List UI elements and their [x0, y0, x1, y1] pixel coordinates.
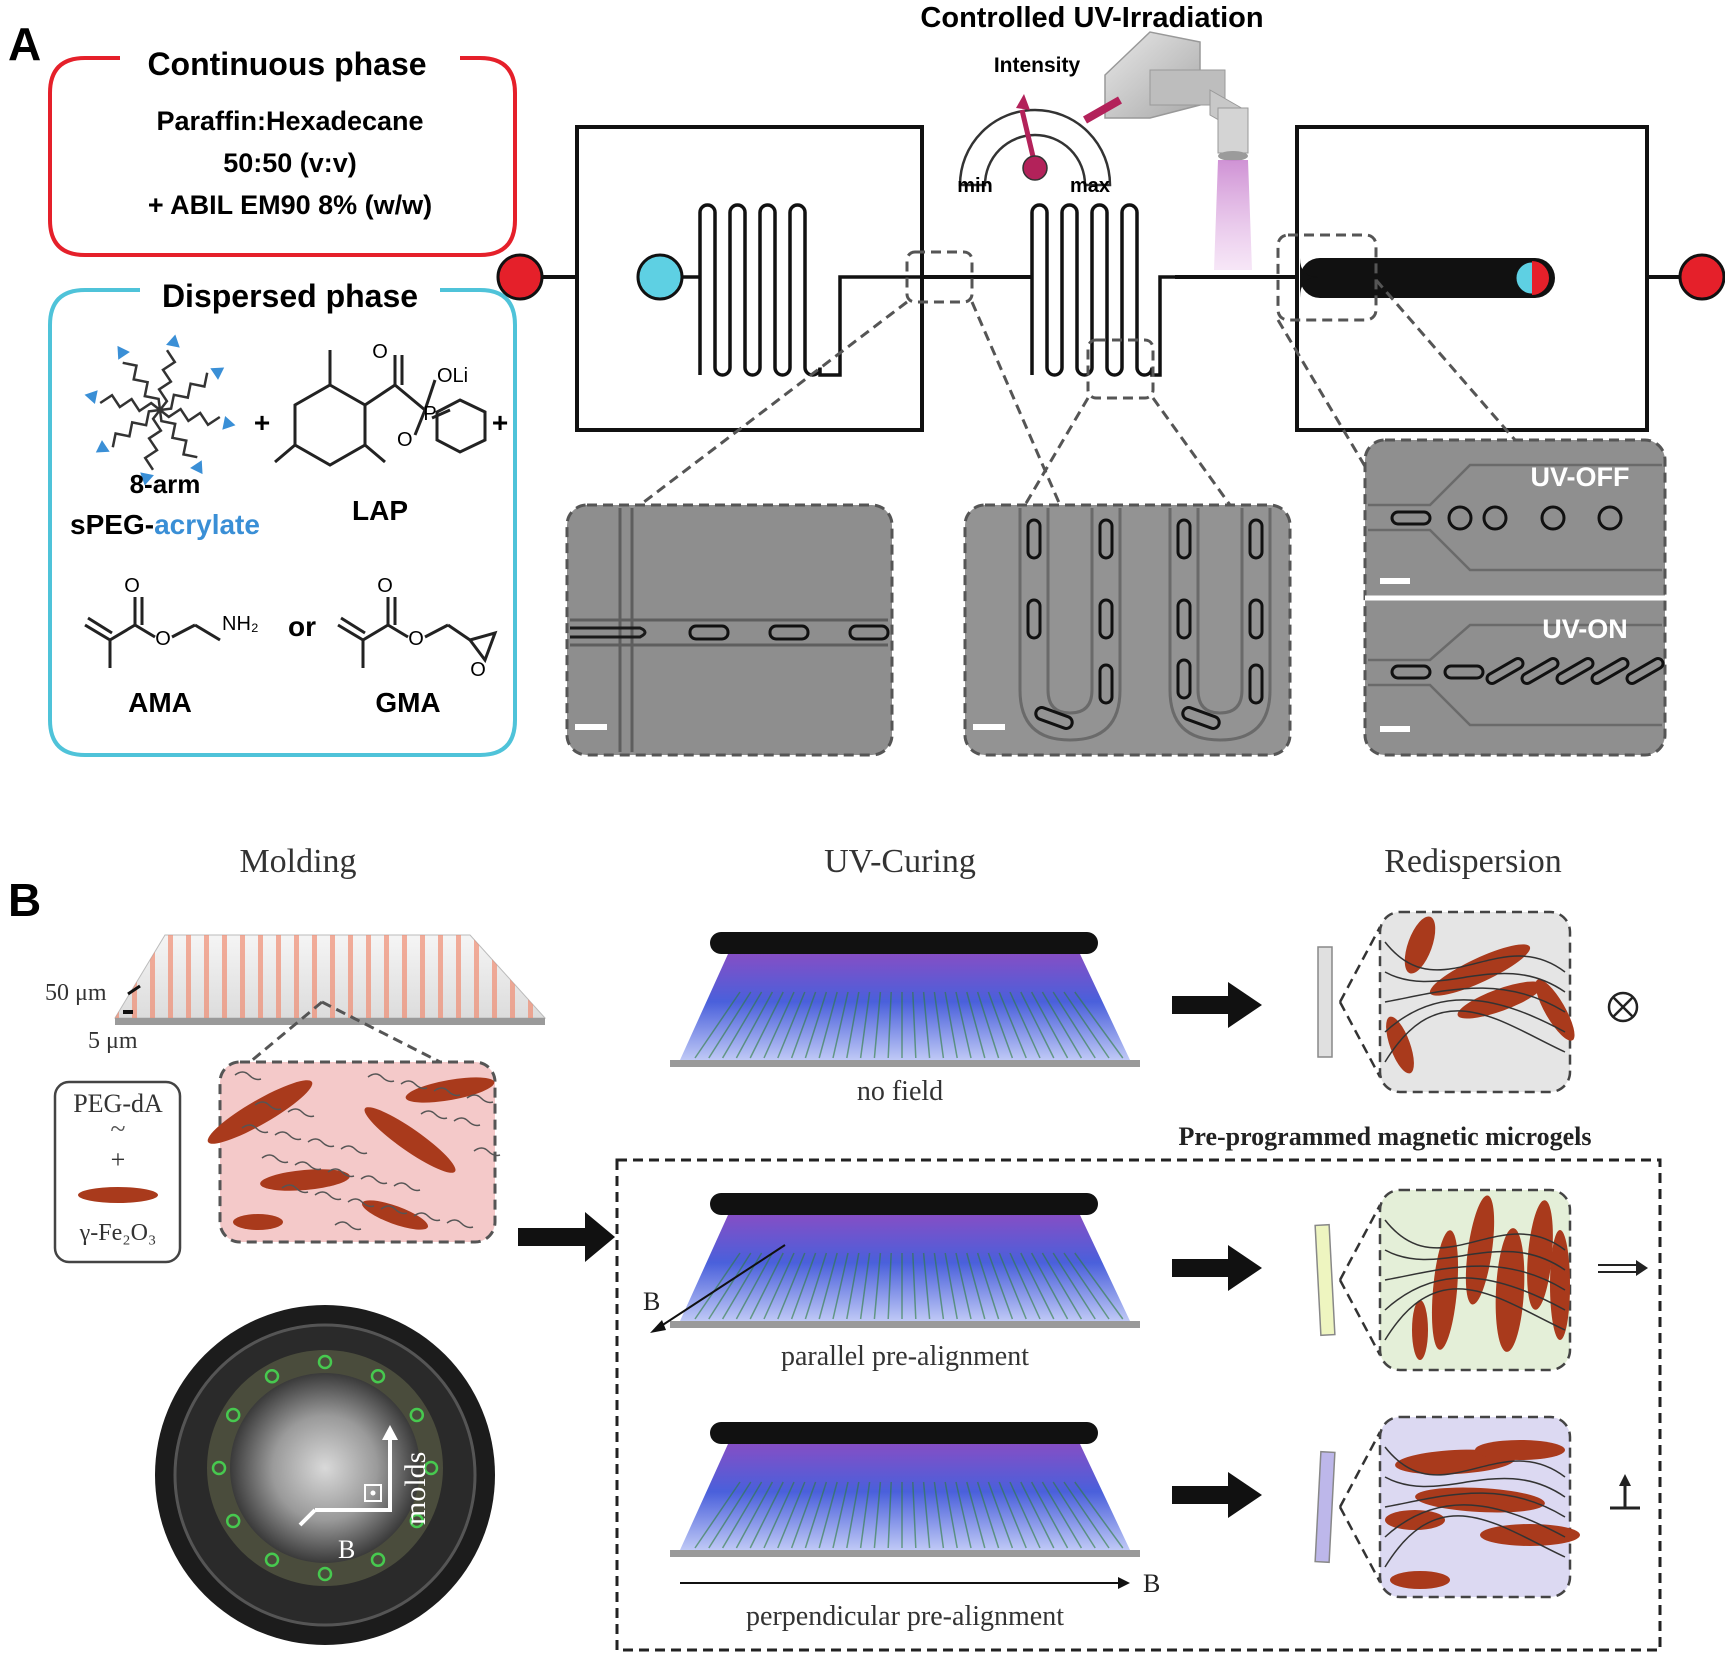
redispersion-perpendicular: [1314, 1415, 1580, 1599]
micrograph-serpentine: [963, 503, 1292, 757]
uv-curing-no-field: [670, 932, 1140, 1067]
no-field-label: no field: [857, 1076, 943, 1107]
gma-molecule: [337, 597, 498, 668]
ama-molecule: [84, 597, 221, 668]
preprogrammed-box: [615, 1158, 1662, 1652]
uv-lamp-icon: [1104, 31, 1252, 270]
continuous-phase-border: [48, 56, 517, 257]
fe2o3-label: γ-Fe₂O₃: [79, 1220, 157, 1246]
dispersed-phase-border: [48, 288, 517, 757]
arrow-right-icon: [1172, 1259, 1230, 1277]
dispersed-phase-box: Dispersed phase 8-arm sPEG-acrylate + + …: [48, 278, 517, 757]
parallel-b-vector: B: [643, 1287, 660, 1316]
precursor-legend: [53, 1080, 182, 1264]
micrograph-junction: [565, 503, 894, 757]
parallel-label: parallel pre-alignment: [781, 1341, 1029, 1372]
gma-epoxide-oxygen: O: [470, 659, 486, 681]
serpentine-channel-2: [1030, 203, 1175, 377]
perpendicular-icon: [1610, 1474, 1640, 1510]
gma-label: GMA: [375, 687, 440, 718]
uv-curing-perpendicular: [670, 1422, 1140, 1557]
ama-oxygen: O: [124, 575, 140, 597]
continuous-phase-title: Continuous phase: [147, 46, 426, 82]
dish-b-vector: B: [338, 1535, 355, 1564]
panel-b-label: B: [8, 874, 41, 926]
perpendicular-label: perpendicular pre-alignment: [746, 1601, 1064, 1632]
redispersion-no-field: [1317, 910, 1575, 1094]
speg-star-molecule: [84, 334, 236, 486]
lap-label: LAP: [352, 495, 408, 526]
molding-title: Molding: [239, 843, 356, 880]
panel-a-label: A: [8, 18, 41, 70]
ama-oxygen-2: O: [155, 628, 171, 650]
preprogrammed-title: Pre-programmed magnetic microgels: [1179, 1122, 1592, 1151]
dim-5-label: 5 μm: [88, 1028, 138, 1054]
arrow-right-icon: [1172, 996, 1230, 1014]
outlet-icon: [1678, 253, 1725, 301]
peg-da-label: PEG-dA: [73, 1089, 163, 1118]
gma-oxygen-2: O: [408, 628, 424, 650]
legend-plus: +: [111, 1145, 126, 1174]
micrograph-uv-states: [1363, 438, 1667, 757]
lamp-cable: [1083, 96, 1122, 124]
arrow-right-icon: [518, 1212, 615, 1262]
speg-prefix: sPEG-: [70, 509, 154, 540]
mold-dish-photo: [155, 1305, 495, 1645]
continuous-line-3: + ABIL EM90 8% (w/w): [148, 190, 432, 220]
lap-oxygen-2: O: [397, 429, 413, 451]
dim-50-label: 50 μm: [45, 980, 107, 1006]
zoom-markers: [639, 233, 1517, 507]
redispersion-title: Redispersion: [1384, 843, 1562, 880]
uv-curing-parallel: [670, 1193, 1140, 1328]
tilde-label: ~: [110, 1114, 125, 1145]
lap-molecule: [274, 350, 487, 467]
perp-b-vector: B: [1143, 1569, 1160, 1598]
gma-oxygen: O: [377, 575, 393, 597]
dial-min-label: min: [957, 175, 993, 197]
uv-on-label: UV-ON: [1542, 614, 1628, 644]
intensity-dial-icon: [958, 94, 1112, 187]
lap-oxygen: O: [372, 341, 388, 363]
plus-sign-2: +: [492, 407, 508, 438]
continuous-line-2: 50:50 (v:v): [223, 148, 357, 178]
dial-max-label: max: [1070, 175, 1110, 197]
molds-label: molds: [399, 1452, 432, 1525]
lap-phosphorus: P: [423, 403, 436, 425]
into-page-icon: [1607, 991, 1639, 1023]
dispersed-phase-title: Dispersed phase: [162, 278, 418, 314]
or-label: or: [288, 611, 316, 642]
ama-label: AMA: [128, 687, 192, 718]
parallel-arrow-icon: [1598, 1260, 1648, 1276]
redispersion-parallel: [1314, 1188, 1572, 1372]
oil-inlet-icon: [496, 253, 544, 301]
uv-off-label: UV-OFF: [1531, 462, 1630, 492]
aqueous-inlet-icon: [636, 253, 684, 301]
uv-title: Controlled UV-Irradiation: [920, 2, 1263, 34]
lap-oli: OLi: [437, 365, 468, 387]
pink-gel-zoom: [207, 1000, 501, 1244]
uv-beam: [1214, 160, 1252, 270]
eight-arm-label: 8-arm: [130, 469, 201, 499]
speg-acrylate-label: sPEG-acrylate: [70, 509, 260, 540]
arrow-right-icon: [1172, 1486, 1230, 1504]
uv-curing-title: UV-Curing: [824, 843, 976, 880]
serpentine-channel-1: [682, 203, 922, 377]
continuous-line-1: Paraffin:Hexadecane: [156, 106, 423, 136]
continuous-phase-box: Continuous phase Paraffin:Hexadecane 50:…: [48, 46, 517, 257]
acrylate-suffix: acrylate: [154, 509, 260, 540]
collection-channel: [1300, 258, 1555, 298]
intensity-label: Intensity: [994, 54, 1081, 77]
mold-plate: [114, 934, 547, 1025]
plus-sign-1: +: [254, 407, 270, 438]
ama-nh2: NH₂: [222, 613, 259, 635]
